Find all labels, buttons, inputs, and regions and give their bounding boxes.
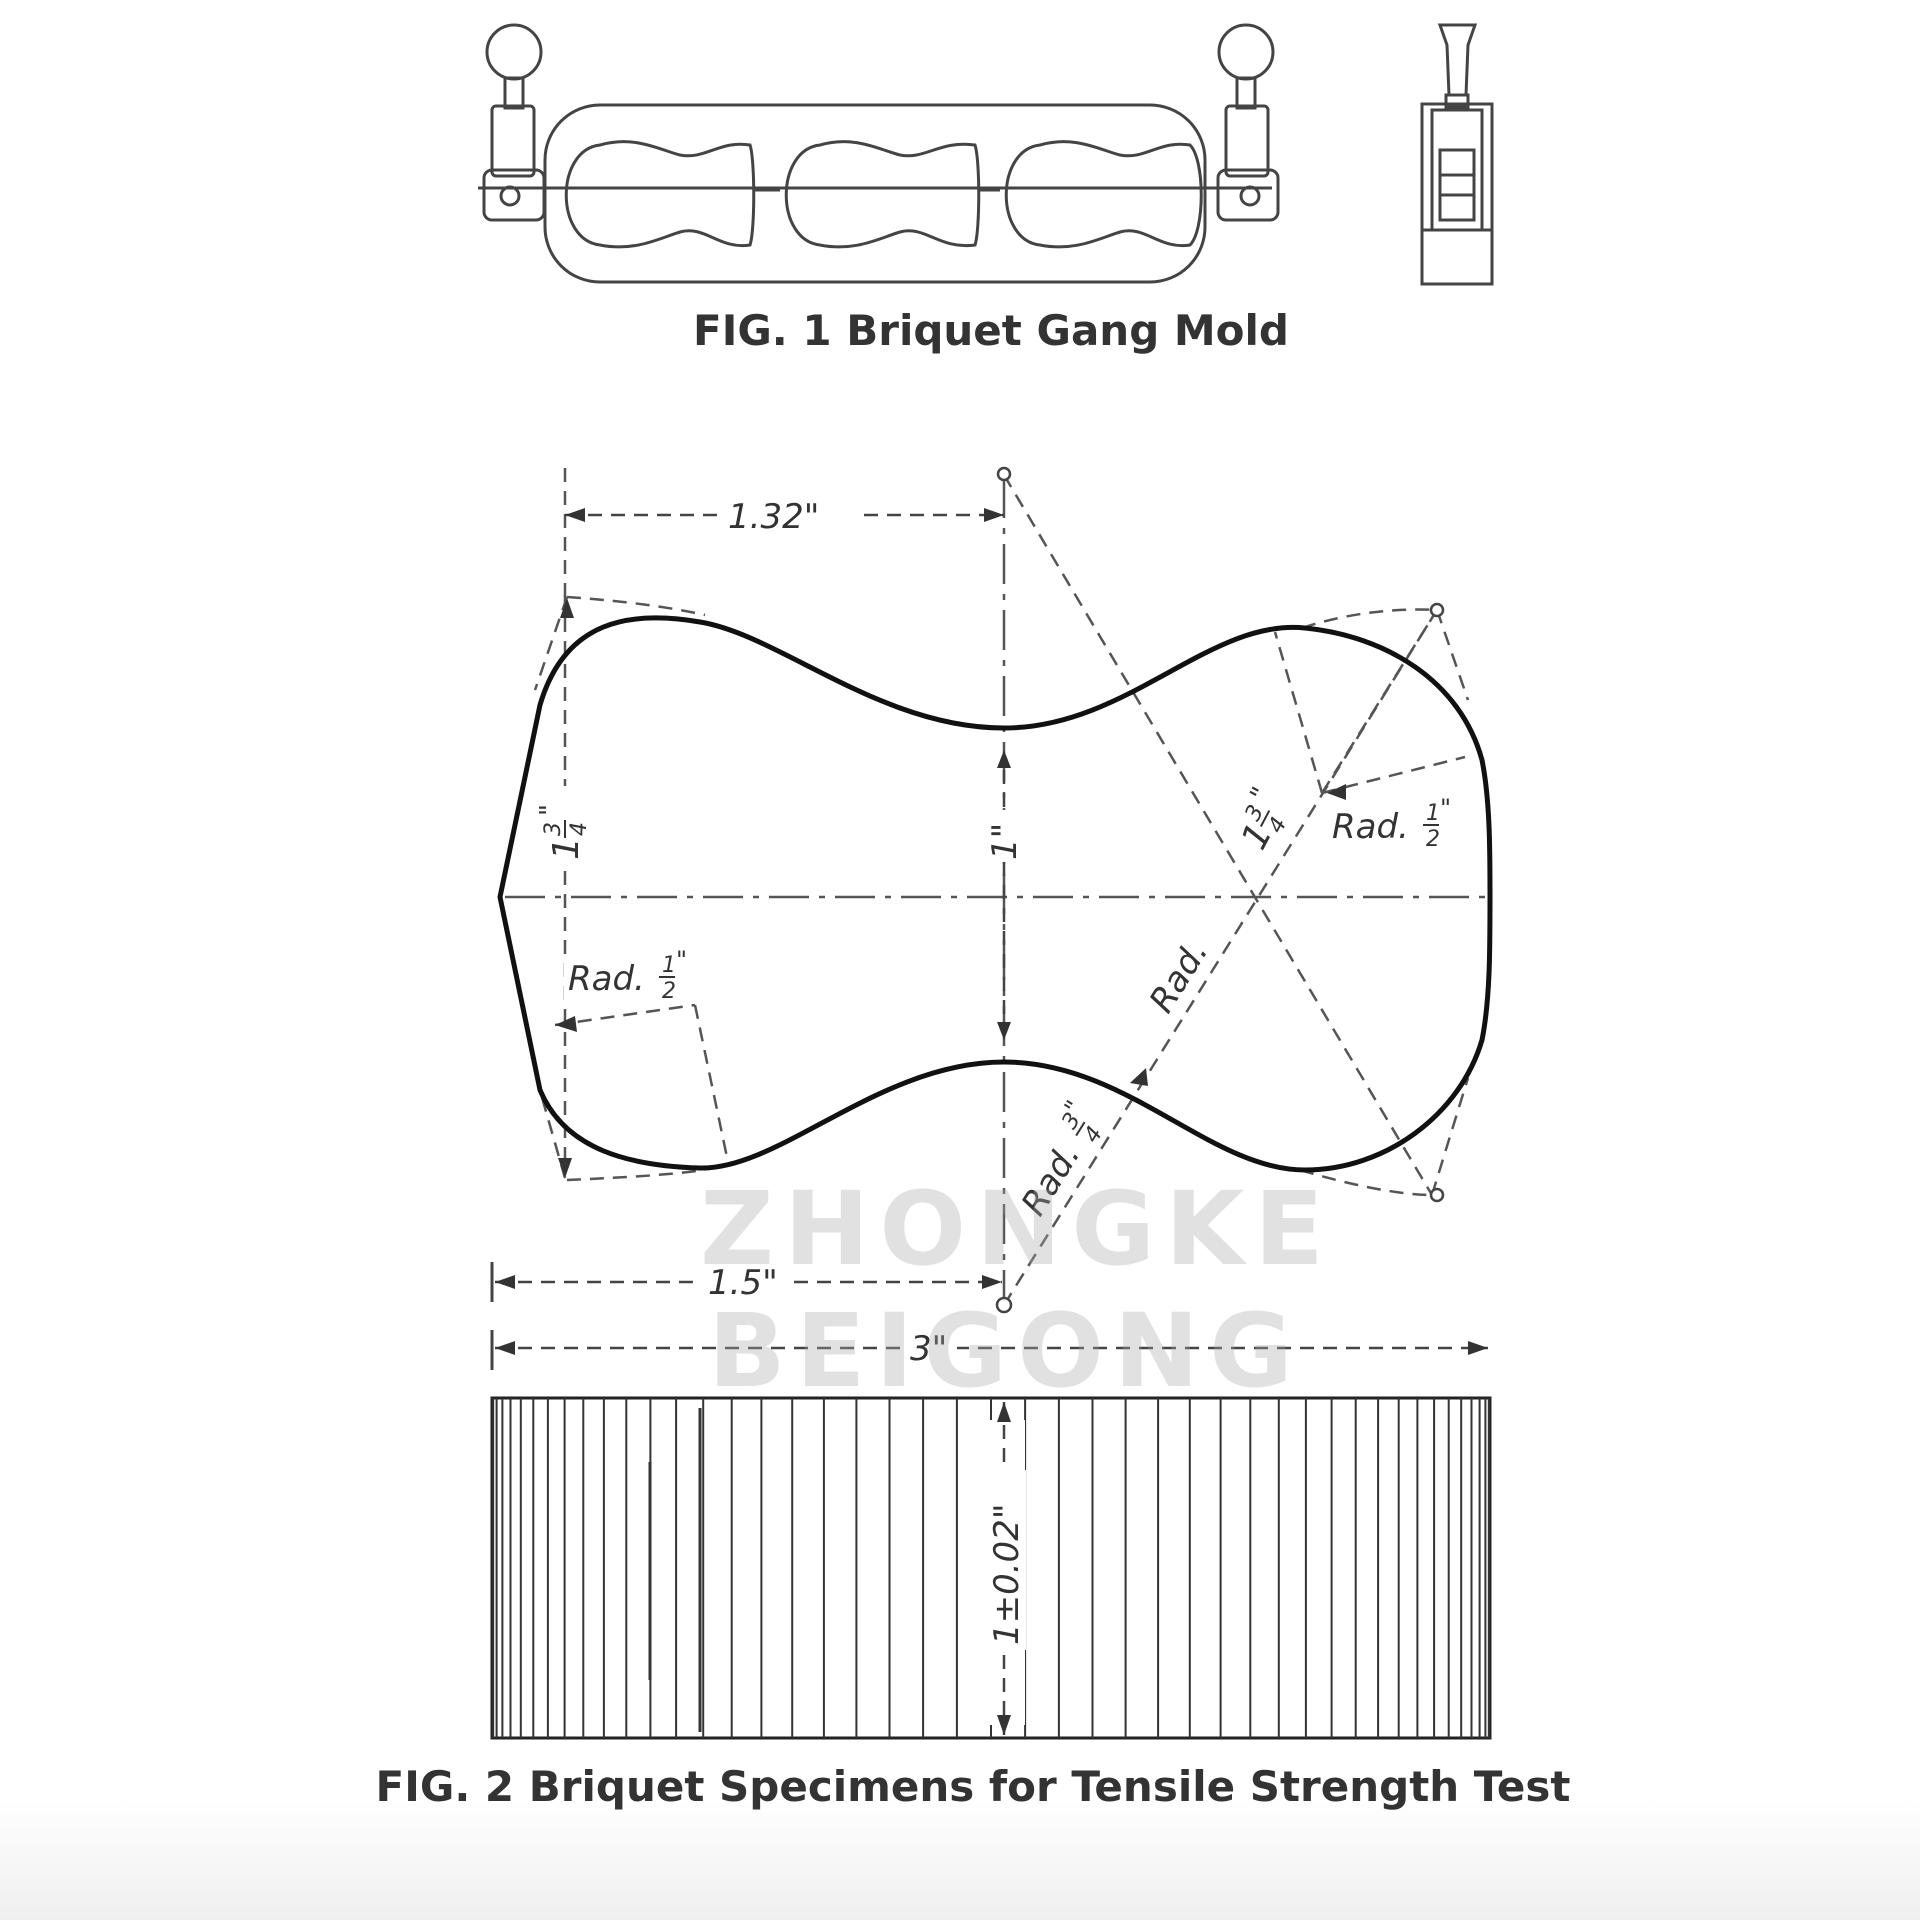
svg-text:": " <box>535 804 565 816</box>
mold-cavity-3 <box>1004 140 1203 249</box>
dim-1-32: 1.32" <box>728 497 819 537</box>
gang-mold-front-view <box>478 23 1280 284</box>
svg-text:3: 3 <box>541 822 566 836</box>
figure-1-caption: FIG. 1 Briquet Gang Mold <box>693 306 1289 355</box>
svg-text:1: 1 <box>546 837 587 860</box>
dim-rad-diagonal: Rad. <box>1137 930 1218 1024</box>
dim-left-1-3-4: 1 3 4 " <box>535 786 592 866</box>
dim-right-1-3-4: 1 3 4 " <box>1225 768 1306 862</box>
left-clamp-knob <box>485 23 543 81</box>
dim-thickness: 1±0.02" <box>987 1504 1027 1645</box>
gang-mold-side-view <box>1420 23 1494 286</box>
dim-rad-three-quarter: Rad. 3 4 " <box>1007 1095 1111 1228</box>
figure-2-caption: FIG. 2 Briquet Specimens for Tensile Str… <box>375 1762 1571 1811</box>
dim-rad-half-left: Rad. 1 2 " <box>564 946 687 1004</box>
svg-text:Rad.: Rad. <box>568 959 645 999</box>
briquet-plan-view: 1.32" 1" 1 3 4 " 1 3 4 " Rad. 1 <box>490 466 1493 1370</box>
briquet-side-view: 1±0.02" <box>490 1396 1492 1740</box>
svg-text:1: 1 <box>662 953 676 978</box>
mold-cavity-2 <box>784 140 981 249</box>
cylindrical-hatch <box>492 1398 1490 1738</box>
svg-text:2: 2 <box>662 979 676 1004</box>
svg-text:1: 1 <box>1426 801 1440 826</box>
construction-lines <box>533 474 1470 1306</box>
svg-text:4: 4 <box>567 822 592 836</box>
bottom-shade <box>0 1800 1920 1920</box>
svg-text:2: 2 <box>1426 827 1440 852</box>
dim-3-inch: 3" <box>910 1329 947 1369</box>
mold-frame <box>543 103 1207 284</box>
svg-text:": " <box>676 946 687 974</box>
svg-text:Rad.: Rad. <box>1332 807 1409 847</box>
watermark-line-1: ZHONGKE <box>700 1170 1334 1289</box>
dim-1-inch: 1" <box>985 823 1025 860</box>
svg-text:": " <box>1440 794 1451 822</box>
watermark-line-2: BEIGONG <box>708 1292 1303 1411</box>
right-clamp-knob <box>1217 23 1275 81</box>
dim-rad-half-right: Rad. 1 2 " <box>1328 794 1451 852</box>
dimension-arrows <box>555 598 1346 1178</box>
dim-1-5: 1.5" <box>708 1263 778 1303</box>
mold-cavity-1 <box>564 140 756 249</box>
briquet-outline <box>497 615 1493 1173</box>
